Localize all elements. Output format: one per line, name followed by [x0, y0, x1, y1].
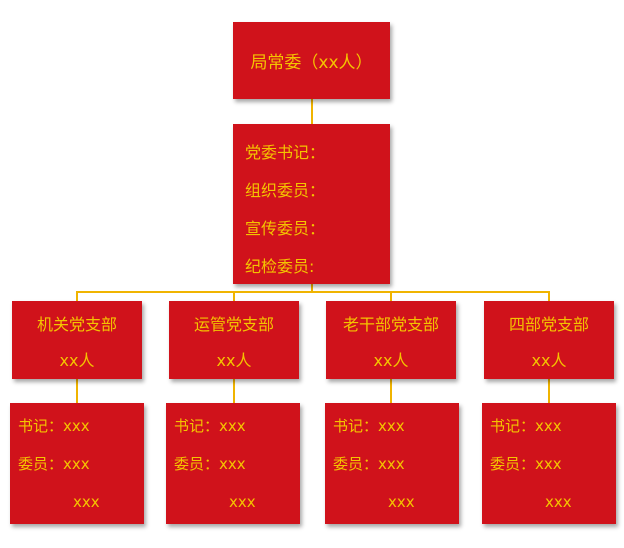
branch-count: xx人	[59, 351, 95, 370]
detail-secretary: 书记：xxx	[174, 417, 246, 435]
detail-members-extra: xxx	[229, 493, 256, 511]
connector-horizontal-bus	[76, 291, 550, 293]
committee-row-secretary: 党委书记：	[245, 143, 326, 162]
connector-detail-2	[233, 379, 235, 403]
branch-detail-box-2: 书记：xxx 委员：xxx xxx	[166, 403, 300, 524]
branch-detail-box-4: 书记：xxx 委员：xxx xxx	[482, 403, 616, 524]
detail-members-extra: xxx	[388, 493, 415, 511]
branch-box-2: 运管党支部 xx人	[169, 301, 299, 379]
branch-box-1: 机关党支部 xx人	[12, 301, 142, 379]
branch-count: xx人	[531, 351, 567, 370]
branch-detail-box-1: 书记：xxx 委员：xxx xxx	[10, 403, 144, 524]
connector-detail-3	[390, 379, 392, 403]
detail-members: 委员：xxx	[174, 455, 246, 473]
connector-branch-3	[390, 291, 392, 301]
party-committee-box: 党委书记： 组织委员： 宣传委员： 纪检委员:	[233, 124, 390, 284]
standing-committee-label: 局常委（xx人）	[250, 53, 373, 73]
connector-committee-down	[311, 284, 313, 292]
detail-members-extra: xxx	[545, 493, 572, 511]
branch-name: 机关党支部	[36, 315, 117, 334]
committee-row-publicity: 宣传委员：	[245, 219, 326, 238]
connector-branch-4	[548, 291, 550, 301]
branch-count: xx人	[216, 351, 252, 370]
detail-secretary: 书记：xxx	[333, 417, 405, 435]
detail-members: 委员：xxx	[18, 455, 90, 473]
branch-box-3: 老干部党支部 xx人	[326, 301, 456, 379]
branch-name: 四部党支部	[508, 315, 589, 334]
committee-row-discipline: 纪检委员:	[245, 257, 315, 276]
detail-members: 委员：xxx	[490, 455, 562, 473]
standing-committee-box: 局常委（xx人）	[233, 22, 390, 99]
connector-top-to-committee	[311, 99, 313, 124]
detail-members: 委员：xxx	[333, 455, 405, 473]
committee-row-organization: 组织委员：	[245, 181, 326, 200]
detail-secretary: 书记：xxx	[490, 417, 562, 435]
branch-name: 老干部党支部	[342, 315, 439, 334]
connector-branch-1	[76, 291, 78, 301]
detail-members-extra: xxx	[73, 493, 100, 511]
connector-detail-1	[76, 379, 78, 403]
connector-branch-2	[233, 291, 235, 301]
branch-box-4: 四部党支部 xx人	[484, 301, 614, 379]
branch-name: 运管党支部	[193, 315, 274, 334]
connector-detail-4	[548, 379, 550, 403]
branch-count: xx人	[373, 351, 409, 370]
detail-secretary: 书记：xxx	[18, 417, 90, 435]
branch-detail-box-3: 书记：xxx 委员：xxx xxx	[325, 403, 459, 524]
